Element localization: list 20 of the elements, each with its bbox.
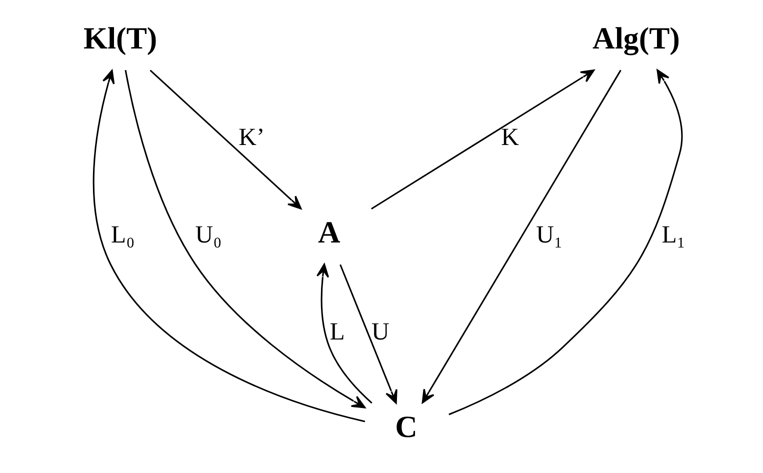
- node-text: A: [317, 216, 340, 250]
- arrow: [316, 264, 372, 404]
- edge-label: U: [371, 318, 389, 346]
- node-text: Kl(T): [83, 21, 157, 56]
- arrow: [339, 264, 397, 404]
- arrow: [124, 70, 366, 408]
- edge-label: L: [329, 318, 344, 346]
- arrow: [421, 70, 621, 404]
- node-text: Alg(T): [592, 21, 680, 56]
- arrow: [370, 70, 594, 210]
- edge-label: L₁: [661, 221, 685, 248]
- arrow: [448, 69, 682, 416]
- edge-label: K: [500, 124, 518, 152]
- arrow: [92, 70, 365, 422]
- arrow: [149, 70, 302, 210]
- edge-label: K’: [238, 124, 264, 152]
- edge-label: L₀: [110, 221, 134, 248]
- edge-label: U₀: [194, 221, 222, 248]
- edge-label: U₁: [536, 221, 562, 248]
- node-text: C: [394, 410, 417, 444]
